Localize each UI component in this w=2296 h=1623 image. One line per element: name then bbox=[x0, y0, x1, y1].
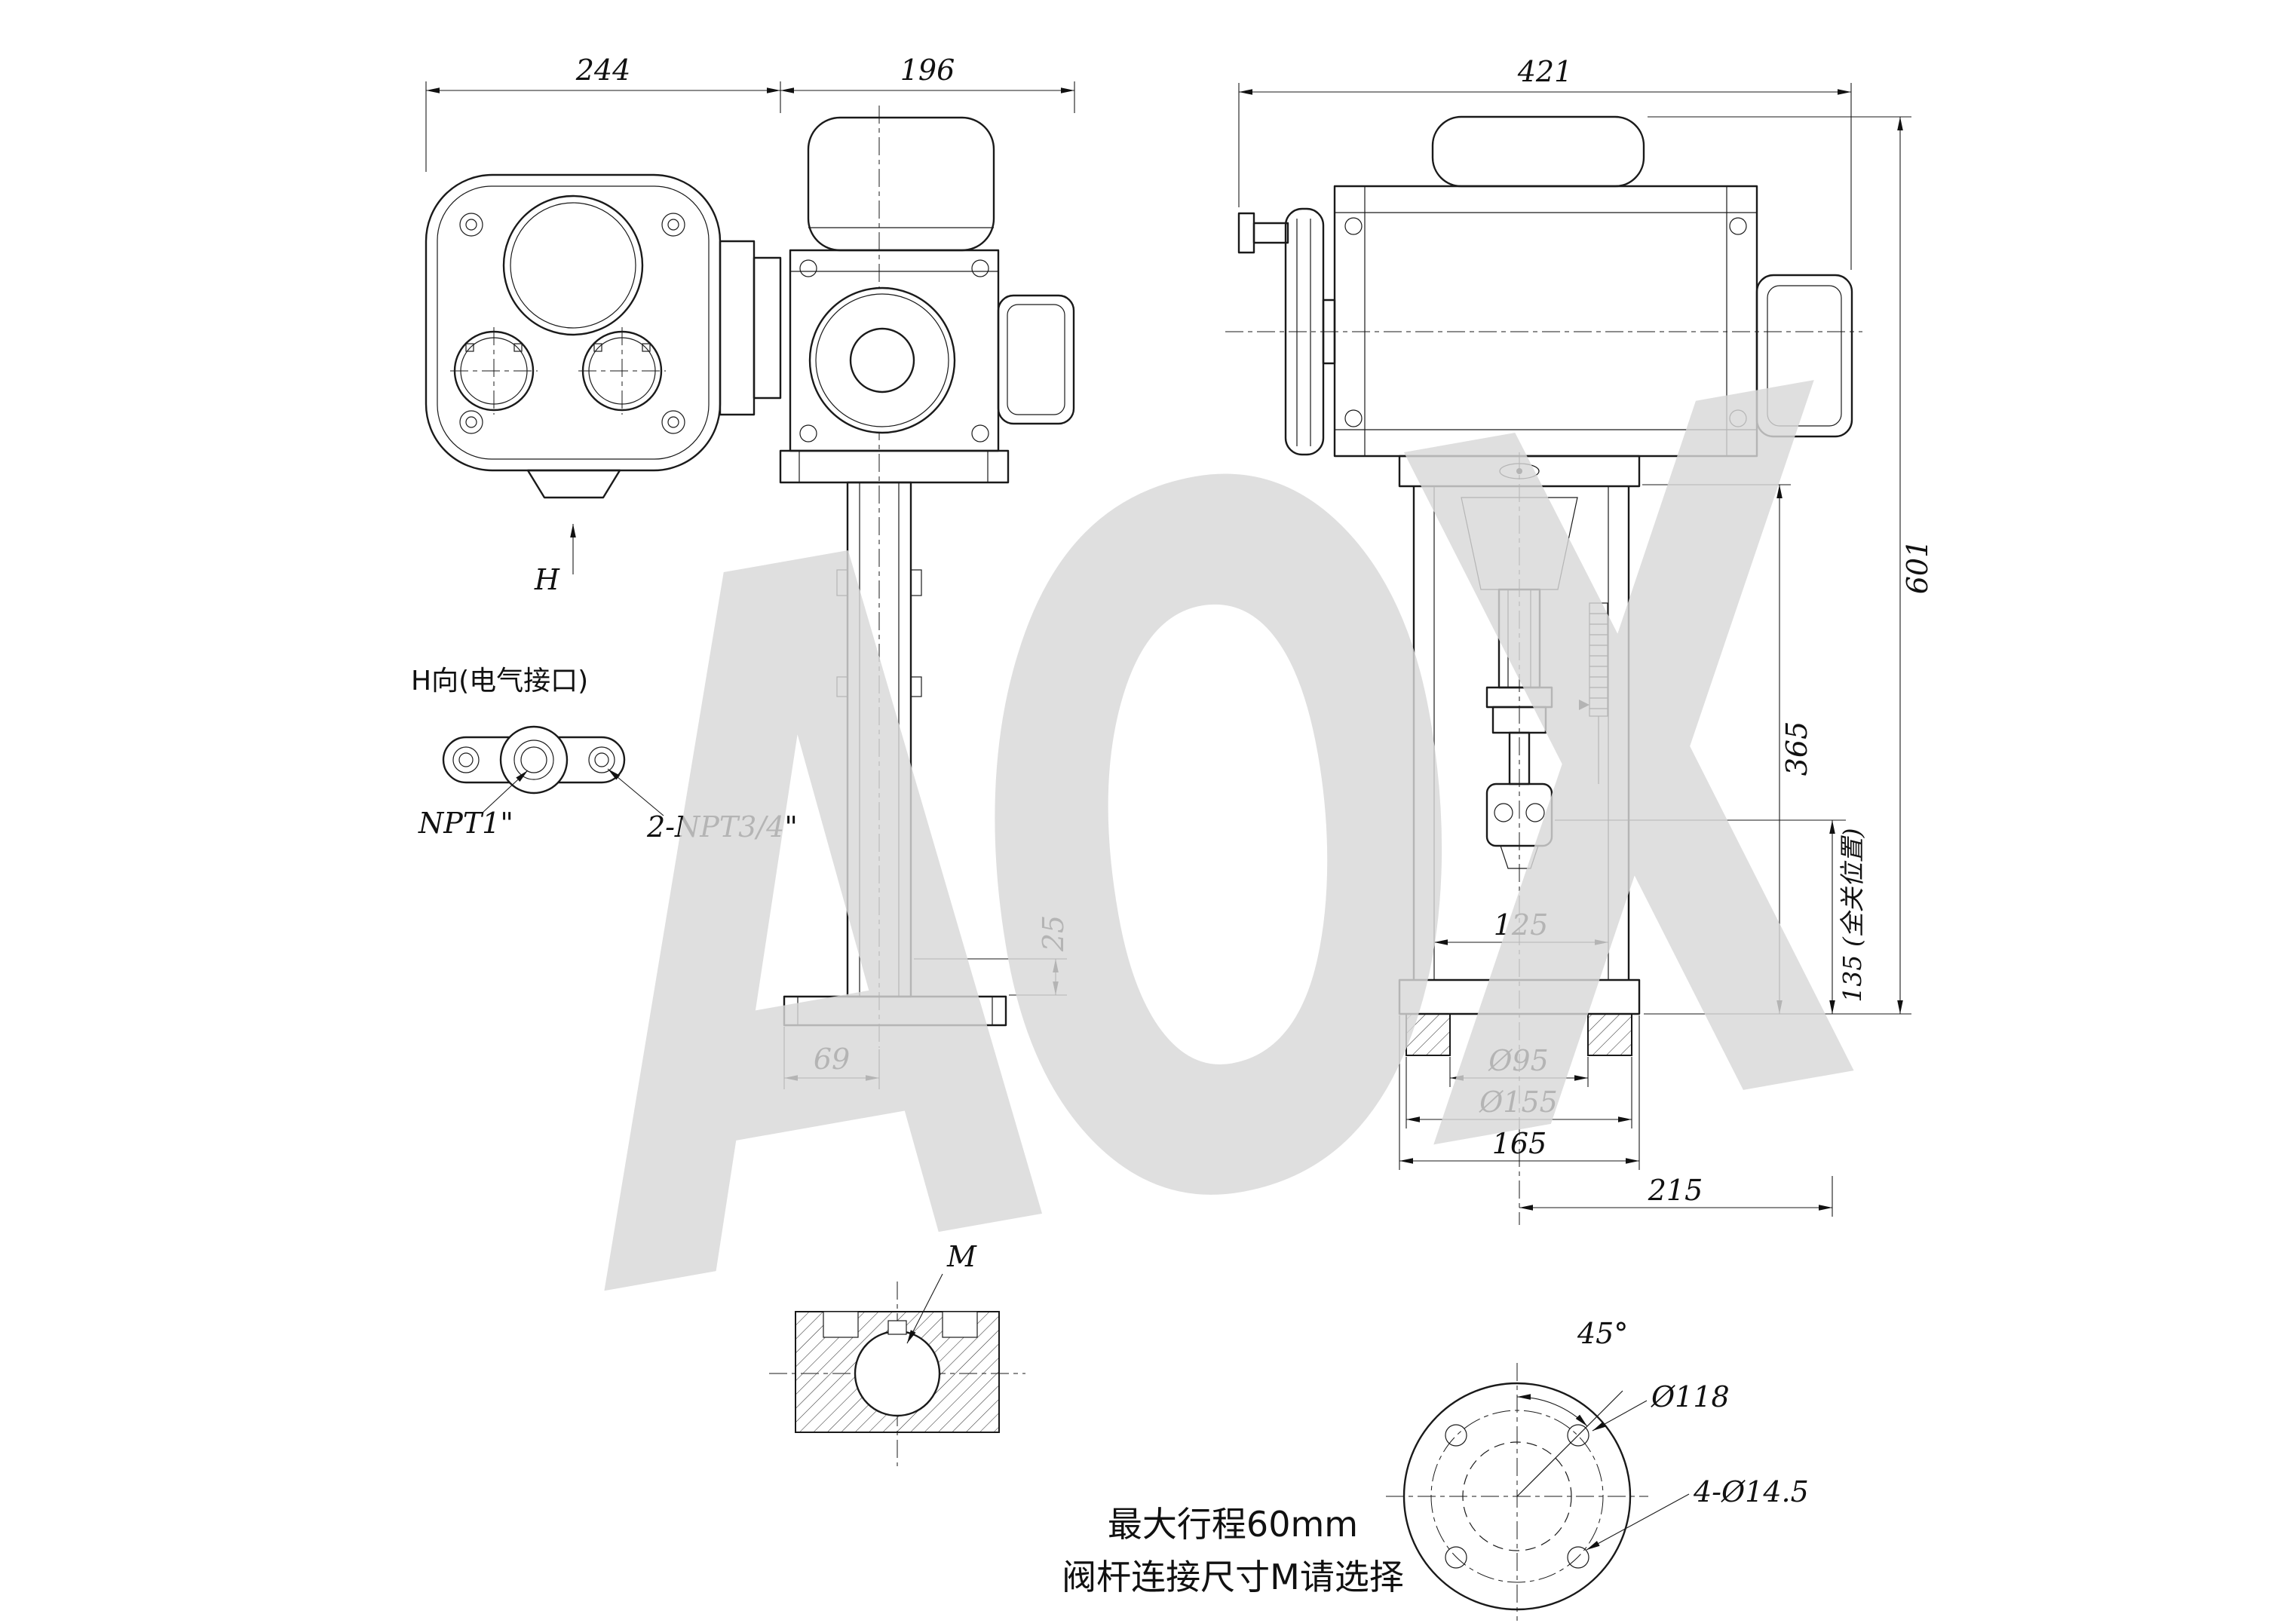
terminal-box bbox=[1755, 274, 1853, 438]
dim-69: 69 bbox=[814, 1043, 850, 1076]
dim-135-closed-position: 135 (全关位置) bbox=[1838, 828, 1867, 1002]
dim-165: 165 bbox=[1492, 1127, 1547, 1160]
note-stem-connection: 阀杆连接尺寸M请选择 bbox=[1062, 1557, 1404, 1597]
position-indicator-dial-left bbox=[450, 327, 538, 415]
dim-244: 244 bbox=[575, 54, 631, 87]
dim-196: 196 bbox=[900, 54, 955, 87]
bolt-circle-label: Ø118 bbox=[1651, 1380, 1730, 1413]
dim-25: 25 bbox=[1037, 915, 1070, 952]
brand-watermark: AOX bbox=[445, 195, 1973, 1511]
bolt-holes-label: 4-Ø14.5 bbox=[1693, 1475, 1809, 1508]
angle-45-label: 45° bbox=[1577, 1317, 1628, 1350]
dim-95: Ø95 bbox=[1488, 1044, 1549, 1077]
valve-flange-section-left bbox=[1405, 1013, 1451, 1056]
npt1-label: NPT1" bbox=[418, 807, 513, 840]
h-direction-label: H bbox=[534, 563, 560, 596]
position-indicator-dial-right bbox=[578, 327, 666, 415]
m-label: M bbox=[946, 1240, 977, 1273]
npt34-label: 2-NPT3/4" bbox=[646, 810, 798, 844]
dim-215: 215 bbox=[1648, 1174, 1703, 1207]
note-max-travel: 最大行程60mm bbox=[1108, 1504, 1358, 1545]
h-view-detail: H向(电气接口) NPT1" 2-NPT3/4" bbox=[411, 666, 798, 844]
mounting-flange-view: 45° Ø118 4-Ø14.5 bbox=[1386, 1317, 1809, 1621]
top-dimensions: 244 196 421 bbox=[425, 54, 1852, 270]
side-view: 25 69 bbox=[779, 106, 1075, 1089]
h-view-title: H向(电气接口) bbox=[411, 666, 588, 697]
handwheel bbox=[1237, 207, 1336, 456]
dim-601: 601 bbox=[1901, 540, 1934, 595]
dim-421: 421 bbox=[1517, 55, 1573, 88]
valve-flange-section-right bbox=[1587, 1013, 1632, 1056]
dim-155: Ø155 bbox=[1479, 1086, 1558, 1119]
yoke bbox=[1412, 486, 1630, 980]
front-view: H bbox=[425, 173, 782, 596]
dim-125: 125 bbox=[1494, 908, 1549, 942]
right-view: 125 Ø95 Ø155 165 215 601 365 135 (全关位置) bbox=[1225, 115, 1934, 1225]
stem-connection-section: M bbox=[769, 1240, 1025, 1466]
dim-365: 365 bbox=[1780, 721, 1813, 776]
notes: 最大行程60mm 阀杆连接尺寸M请选择 bbox=[1062, 1504, 1404, 1597]
